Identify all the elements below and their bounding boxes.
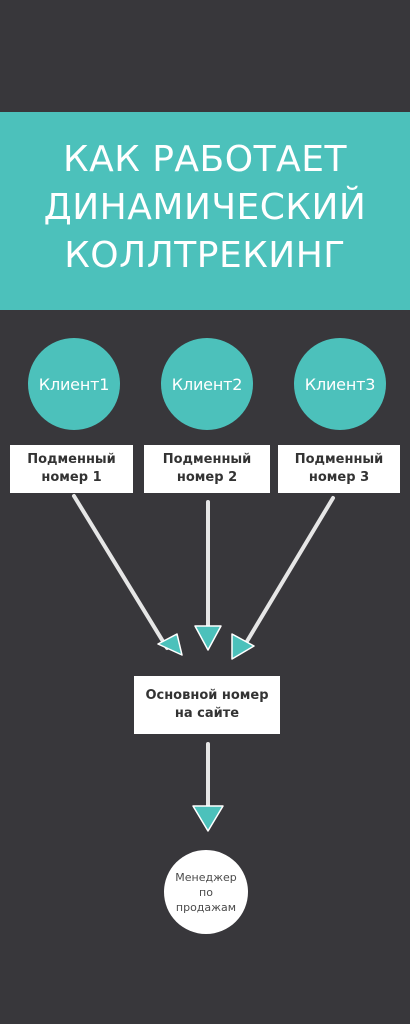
arrowhead-4 [192, 805, 224, 832]
sales-manager-circle: Менеджер по продажам [164, 850, 248, 934]
arrow-from-substitute-3 [231, 496, 335, 660]
arrow-to-manager [192, 742, 224, 832]
arrowhead-1 [157, 633, 183, 656]
arrow-from-substitute-1 [72, 494, 183, 656]
main-number-line-1: Основной номер [145, 688, 269, 703]
substitute-number-1-line-1: Подменный [27, 452, 116, 467]
arrow-from-substitute-2 [194, 500, 222, 651]
arrowhead-2 [194, 625, 222, 651]
arrow-line-1 [72, 494, 169, 650]
client-2-circle: Клиент2 [161, 338, 253, 430]
main-number-line-2: на сайте [174, 706, 240, 721]
title-banner: КАК РАБОТАЕТ ДИНАМИЧЕСКИЙ КОЛЛТРЕКИНГ [0, 112, 410, 310]
arrow-line-3 [241, 496, 335, 650]
substitute-number-3-line-1: Подменный [294, 452, 384, 467]
substitute-number-2-line-2: номер 2 [176, 470, 238, 485]
client-2-label: Клиент2 [171, 374, 243, 394]
manager-line-2: по [199, 885, 213, 899]
manager-line-3: продажам [175, 900, 237, 914]
client-3-label: Клиент3 [304, 374, 376, 394]
client-1-circle: Клиент1 [28, 338, 120, 430]
main-number-box: Основной номер на сайте [134, 676, 280, 734]
substitute-number-2-box: Подменный номер 2 [144, 445, 270, 493]
substitute-number-2-line-1: Подменный [162, 452, 252, 467]
client-3-circle: Клиент3 [294, 338, 386, 430]
substitute-number-3-line-2: номер 3 [308, 470, 370, 485]
substitute-number-1-box: Подменный номер 1 [10, 445, 133, 493]
substitute-number-3-box: Подменный номер 3 [278, 445, 400, 493]
substitute-number-1-line-2: номер 1 [41, 470, 102, 485]
client-1-label: Клиент1 [38, 374, 110, 394]
manager-line-1: Менеджер [175, 870, 237, 884]
title-line-3: КОЛЛТРЕКИНГ [64, 235, 346, 276]
title-line-2: ДИНАМИЧЕСКИЙ [43, 187, 367, 228]
arrowhead-3 [231, 633, 255, 660]
title-line-1: КАК РАБОТАЕТ [63, 139, 347, 180]
